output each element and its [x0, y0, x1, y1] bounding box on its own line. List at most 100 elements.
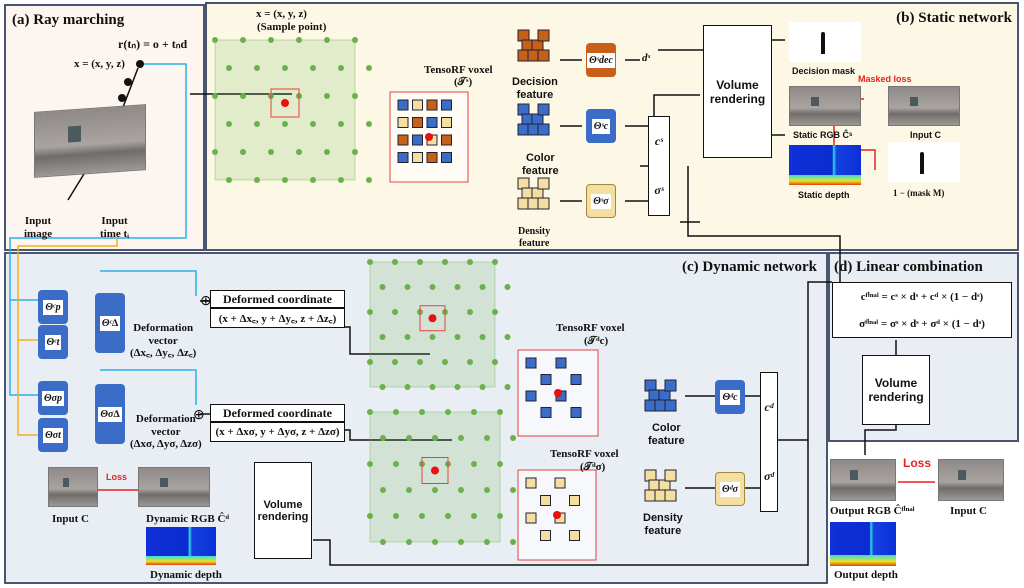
grid-node — [458, 539, 464, 545]
grid-node — [454, 284, 461, 290]
grid-node — [380, 539, 386, 545]
tensorf-voxel-sigma-symbol: (𝒯ᵈσ) — [580, 461, 606, 473]
grid-node — [458, 487, 464, 493]
time-color-network: Θᶜt — [38, 325, 68, 359]
tensorf-voxel-c-symbol: (𝒯ᵈc) — [584, 335, 609, 347]
voxel-cube — [664, 489, 677, 502]
grid-node — [310, 177, 316, 183]
tensorf-voxel-c-label: TensoRF voxel — [556, 322, 625, 334]
dynamic-input-c-label: Input C — [52, 513, 89, 525]
grid-node — [282, 121, 288, 127]
dynamic-depth-image — [146, 527, 216, 565]
output-depth-label: Output depth — [834, 569, 898, 581]
grid-node — [367, 513, 373, 519]
voxel-cube — [537, 103, 550, 116]
grid-node — [296, 149, 302, 155]
dynamic-loss-label: Loss — [106, 472, 128, 482]
grid-node — [379, 284, 386, 290]
grid-node — [497, 409, 503, 415]
voxel-sample-dot — [553, 511, 561, 519]
sample-point-label: x = (x, y, z) — [74, 58, 125, 70]
output-depth-image — [830, 522, 896, 566]
voxel-cube — [517, 197, 530, 210]
static-density-network: Θˢσ — [586, 184, 616, 218]
voxel-cube — [540, 530, 551, 541]
voxel-cube — [537, 123, 550, 136]
voxel-cube — [644, 399, 657, 412]
grid-node — [268, 149, 274, 155]
grid-node — [484, 487, 490, 493]
ray-equation: r(tₙ) = o + tₙd — [118, 37, 188, 51]
grid-node — [379, 334, 386, 340]
ray-sample-dot — [136, 60, 144, 68]
sample-grid-cube — [367, 259, 511, 390]
sample-point-dot — [428, 314, 437, 323]
grid-node — [471, 513, 477, 519]
voxel-cube — [537, 177, 550, 190]
voxel-cube — [531, 113, 544, 126]
grid-node — [367, 409, 373, 415]
dynamic-color-feature-label: Color feature — [648, 422, 685, 447]
selected-cell — [270, 88, 300, 118]
grid-node — [484, 435, 490, 441]
d-s-label: dˢ — [642, 52, 651, 64]
voxel-cube — [441, 117, 452, 128]
grid-node — [497, 461, 503, 467]
grid-node — [419, 513, 425, 519]
masked-loss-label: Masked loss — [858, 74, 912, 84]
grid-node — [226, 177, 232, 183]
dynamic-rgb-image — [138, 467, 210, 507]
grid-node — [471, 409, 477, 415]
voxel-cube — [397, 134, 409, 146]
voxel-cube — [525, 477, 537, 489]
grid-node — [379, 384, 386, 390]
grid-node — [504, 384, 511, 390]
linear-combination-equations: cᶠⁱⁿᵃˡ = cˢ × dˢ + cᵈ × (1 − dˢ)σᶠⁱⁿᵃˡ =… — [832, 282, 1012, 338]
sample-point-dot — [431, 466, 439, 475]
static-color-network: Θˢc — [586, 109, 616, 143]
grid-node — [471, 461, 477, 467]
grid-node — [404, 334, 411, 340]
sample-point-coord: x = (x, y, z) — [256, 8, 307, 20]
voxel-cube — [555, 357, 567, 369]
grid-node — [367, 359, 373, 365]
voxel-sample-dot — [425, 133, 433, 141]
voxel-cube — [664, 379, 677, 392]
grid-node — [380, 435, 386, 441]
panel-d-title: (d) Linear combination — [834, 259, 983, 275]
static-depth-label: Static depth — [798, 190, 850, 200]
grid-node — [212, 93, 218, 99]
eq-sigma: σᶠⁱⁿᵃˡ = σˢ × dˢ + σᵈ × (1 − dˢ) — [859, 318, 985, 330]
grid-node — [432, 435, 438, 441]
ray-blue-line — [9, 63, 187, 301]
selected-cell — [421, 457, 449, 484]
dynamic-depth-label: Dynamic depth — [150, 569, 222, 581]
color-feature-label: Color feature — [522, 152, 559, 177]
grid-node — [442, 259, 448, 265]
voxel-cube — [521, 187, 534, 200]
grid-node — [226, 121, 232, 127]
grid-node — [338, 121, 344, 127]
blue-to-oplus-s — [100, 369, 197, 405]
voxel-cube — [537, 29, 550, 42]
sample-point-dot — [281, 99, 289, 107]
grid-node — [212, 37, 218, 43]
tensorf-voxel-symbol: (𝒯ˢ) — [454, 76, 473, 88]
voxel-cube — [397, 117, 409, 128]
voxel-cube — [525, 390, 537, 402]
voxel-cube — [525, 512, 537, 524]
voxel-cube — [531, 39, 544, 52]
time-yellow-line — [17, 238, 118, 341]
dynamic-rgb-label: Dynamic RGB Ĉᵈ — [146, 513, 230, 525]
voxel-cube — [644, 469, 657, 482]
voxel-cube — [658, 389, 671, 402]
decision-mask-image — [789, 22, 861, 62]
static-rgb-image — [789, 86, 861, 126]
voxel-cube — [644, 489, 657, 502]
grid-node — [492, 259, 498, 265]
grid-node — [432, 539, 438, 545]
grid-node — [324, 93, 330, 99]
grid-node — [324, 149, 330, 155]
input-image-photo — [34, 104, 146, 178]
